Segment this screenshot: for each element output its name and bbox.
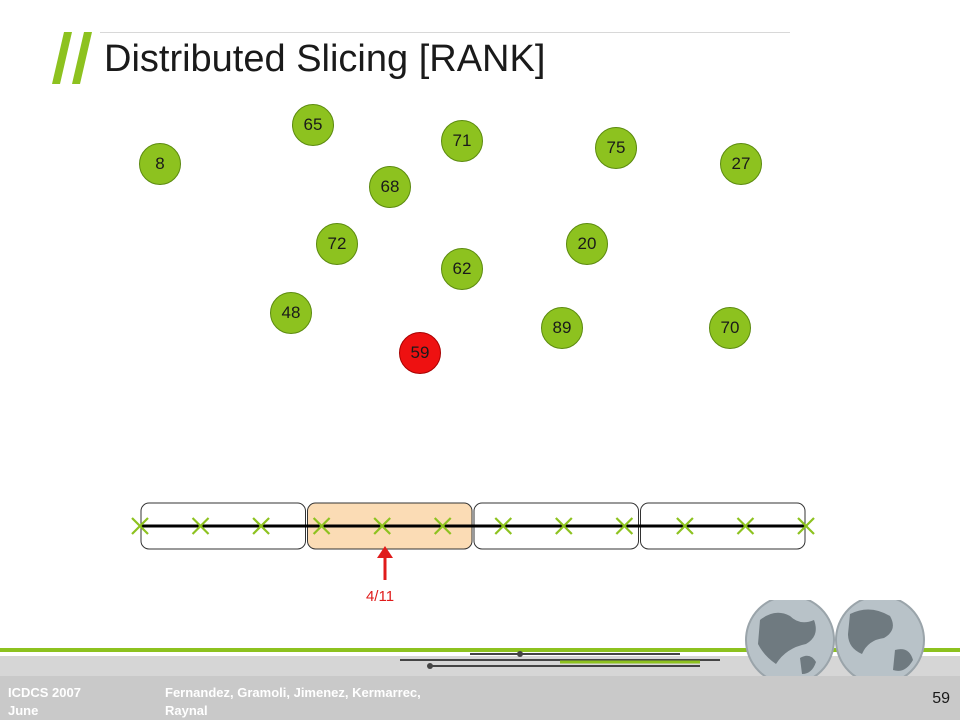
rank-marker-11 xyxy=(736,517,755,535)
globe-icon xyxy=(745,600,835,680)
rank-line xyxy=(131,502,815,580)
rank-marker-1 xyxy=(131,517,149,535)
node-62: 62 xyxy=(441,248,483,290)
rank-marker-4 xyxy=(312,517,331,535)
node-20: 20 xyxy=(566,223,608,265)
rank-marker-5 xyxy=(373,517,391,535)
footer-bar xyxy=(0,676,960,720)
page-number: 59 xyxy=(932,690,950,707)
node-48: 48 xyxy=(270,292,312,334)
node-68: 68 xyxy=(369,166,411,208)
rank-marker-7 xyxy=(494,517,513,535)
rank-marker-9 xyxy=(615,517,634,535)
title-rule xyxy=(100,32,790,33)
node-72: 72 xyxy=(316,223,358,265)
node-70: 70 xyxy=(709,307,751,349)
footer-conference: ICDCS 2007 xyxy=(8,685,81,700)
node-8: 8 xyxy=(139,143,181,185)
footer-authors: Fernandez, Gramoli, Jimenez, Kermarrec, … xyxy=(165,685,421,718)
footer-decoration xyxy=(0,600,960,680)
rank-marker-8 xyxy=(555,517,573,535)
rank-marker-12 xyxy=(797,517,815,535)
node-71: 71 xyxy=(441,120,483,162)
node-75: 75 xyxy=(595,127,637,169)
globe-icon xyxy=(835,600,925,680)
rank-marker-3 xyxy=(252,517,270,535)
node-27: 27 xyxy=(720,143,762,185)
rank-estimate-label: 4/11 xyxy=(365,588,395,605)
page-title: Distributed Slicing [RANK] xyxy=(104,38,546,80)
rank-marker-6 xyxy=(433,517,452,535)
node-89: 89 xyxy=(541,307,583,349)
footer-conference-date: June xyxy=(8,703,39,718)
rank-marker-2 xyxy=(191,517,210,535)
node-65: 65 xyxy=(292,104,334,146)
estimate-arrow xyxy=(377,546,393,580)
rank-marker-10 xyxy=(676,517,694,535)
node-59-highlighted: 59 xyxy=(399,332,441,374)
title-slashes-icon xyxy=(52,32,92,84)
